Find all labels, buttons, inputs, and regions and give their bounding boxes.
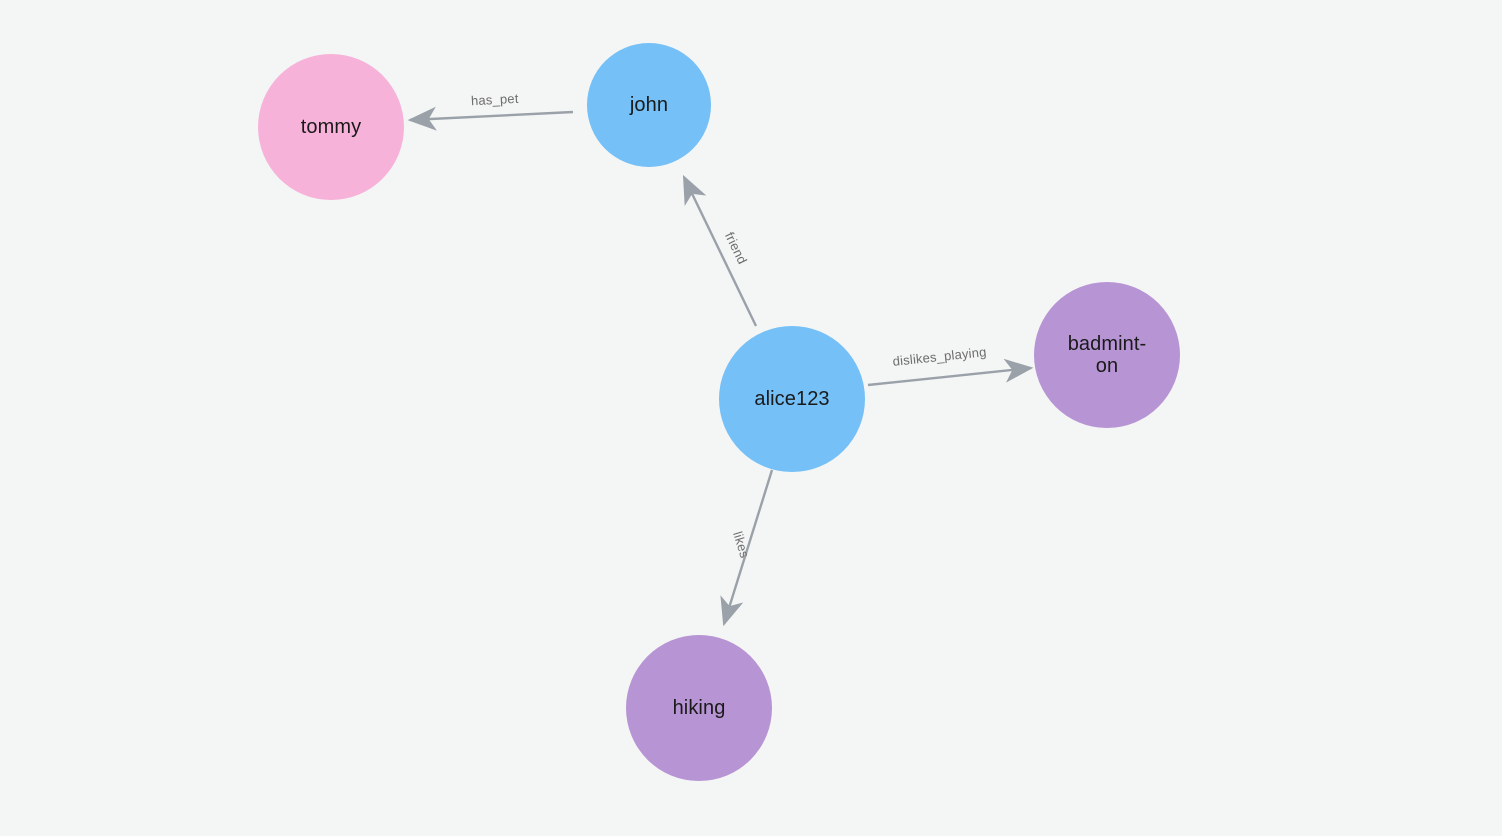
node-label-hiking: hiking bbox=[672, 696, 726, 719]
edge-label-alice123-friend-john: friend bbox=[722, 230, 750, 267]
edge-label-john-has_pet-tommy: has_pet bbox=[471, 91, 520, 108]
graph-node-tommy[interactable]: tommy bbox=[258, 54, 404, 200]
graph-edge-alice123-dislikes_playing-badminton[interactable] bbox=[867, 358, 1034, 387]
graph-node-john[interactable]: john bbox=[587, 43, 711, 167]
node-label-tommy: tommy bbox=[300, 115, 362, 138]
graph-edge-alice123-friend-john[interactable] bbox=[682, 174, 758, 327]
graph-edge-john-has_pet-tommy[interactable] bbox=[407, 106, 574, 131]
graph-edge-alice123-likes-hiking[interactable] bbox=[720, 469, 774, 627]
graph-node-badminton[interactable]: badmint- on bbox=[1034, 282, 1180, 428]
node-label-alice123: alice123 bbox=[754, 387, 830, 410]
node-label-badminton: badmint- on bbox=[1067, 332, 1147, 377]
node-label-john: john bbox=[629, 93, 669, 116]
edge-label-alice123-likes-hiking: likes bbox=[730, 530, 752, 560]
graph-node-hiking[interactable]: hiking bbox=[626, 635, 772, 781]
edge-label-alice123-dislikes_playing-badminton: dislikes_playing bbox=[892, 344, 987, 369]
graph-node-alice123[interactable]: alice123 bbox=[719, 326, 865, 472]
